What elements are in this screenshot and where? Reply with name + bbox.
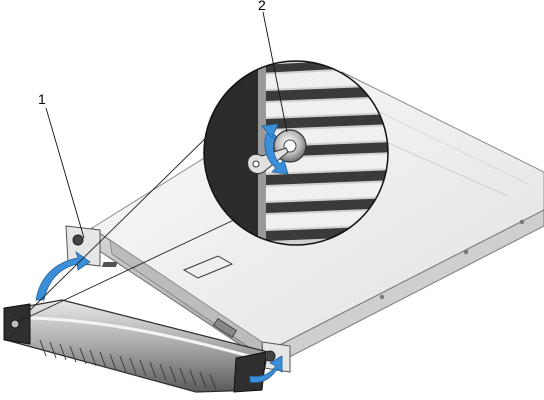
arrow-swing-right [249,355,283,383]
bezel-highlight [19,316,257,360]
side-screw [379,294,385,300]
zoom-detail [203,60,389,246]
callout-1-leader [45,107,85,239]
system-label-plate [182,255,234,279]
callout-2-label: 2 [258,0,266,13]
zoom-guides [17,129,239,323]
callout-1-label: 1 [38,91,46,107]
callout-leaders [45,11,288,239]
zoom-circle-border [203,60,389,246]
front-port [212,317,238,339]
bezel-lock-icon [10,319,20,329]
key-bow-hole [252,160,260,168]
motion-arrows [35,250,283,383]
front-bezel [3,299,269,393]
key-rotate-arrow-top [261,123,279,139]
key-rotate-arrow [264,129,289,175]
arrow-swing-left [35,250,91,301]
callout-2-leader [262,11,288,133]
left-ear-screw [72,234,84,246]
bezel-right-end [233,351,267,393]
label-plate-detail [101,262,118,267]
side-screw [519,219,525,225]
bezel-edge-highlight [258,61,266,245]
side-screw [463,249,469,255]
key-icon [247,147,289,174]
bezel-vents [39,339,217,391]
